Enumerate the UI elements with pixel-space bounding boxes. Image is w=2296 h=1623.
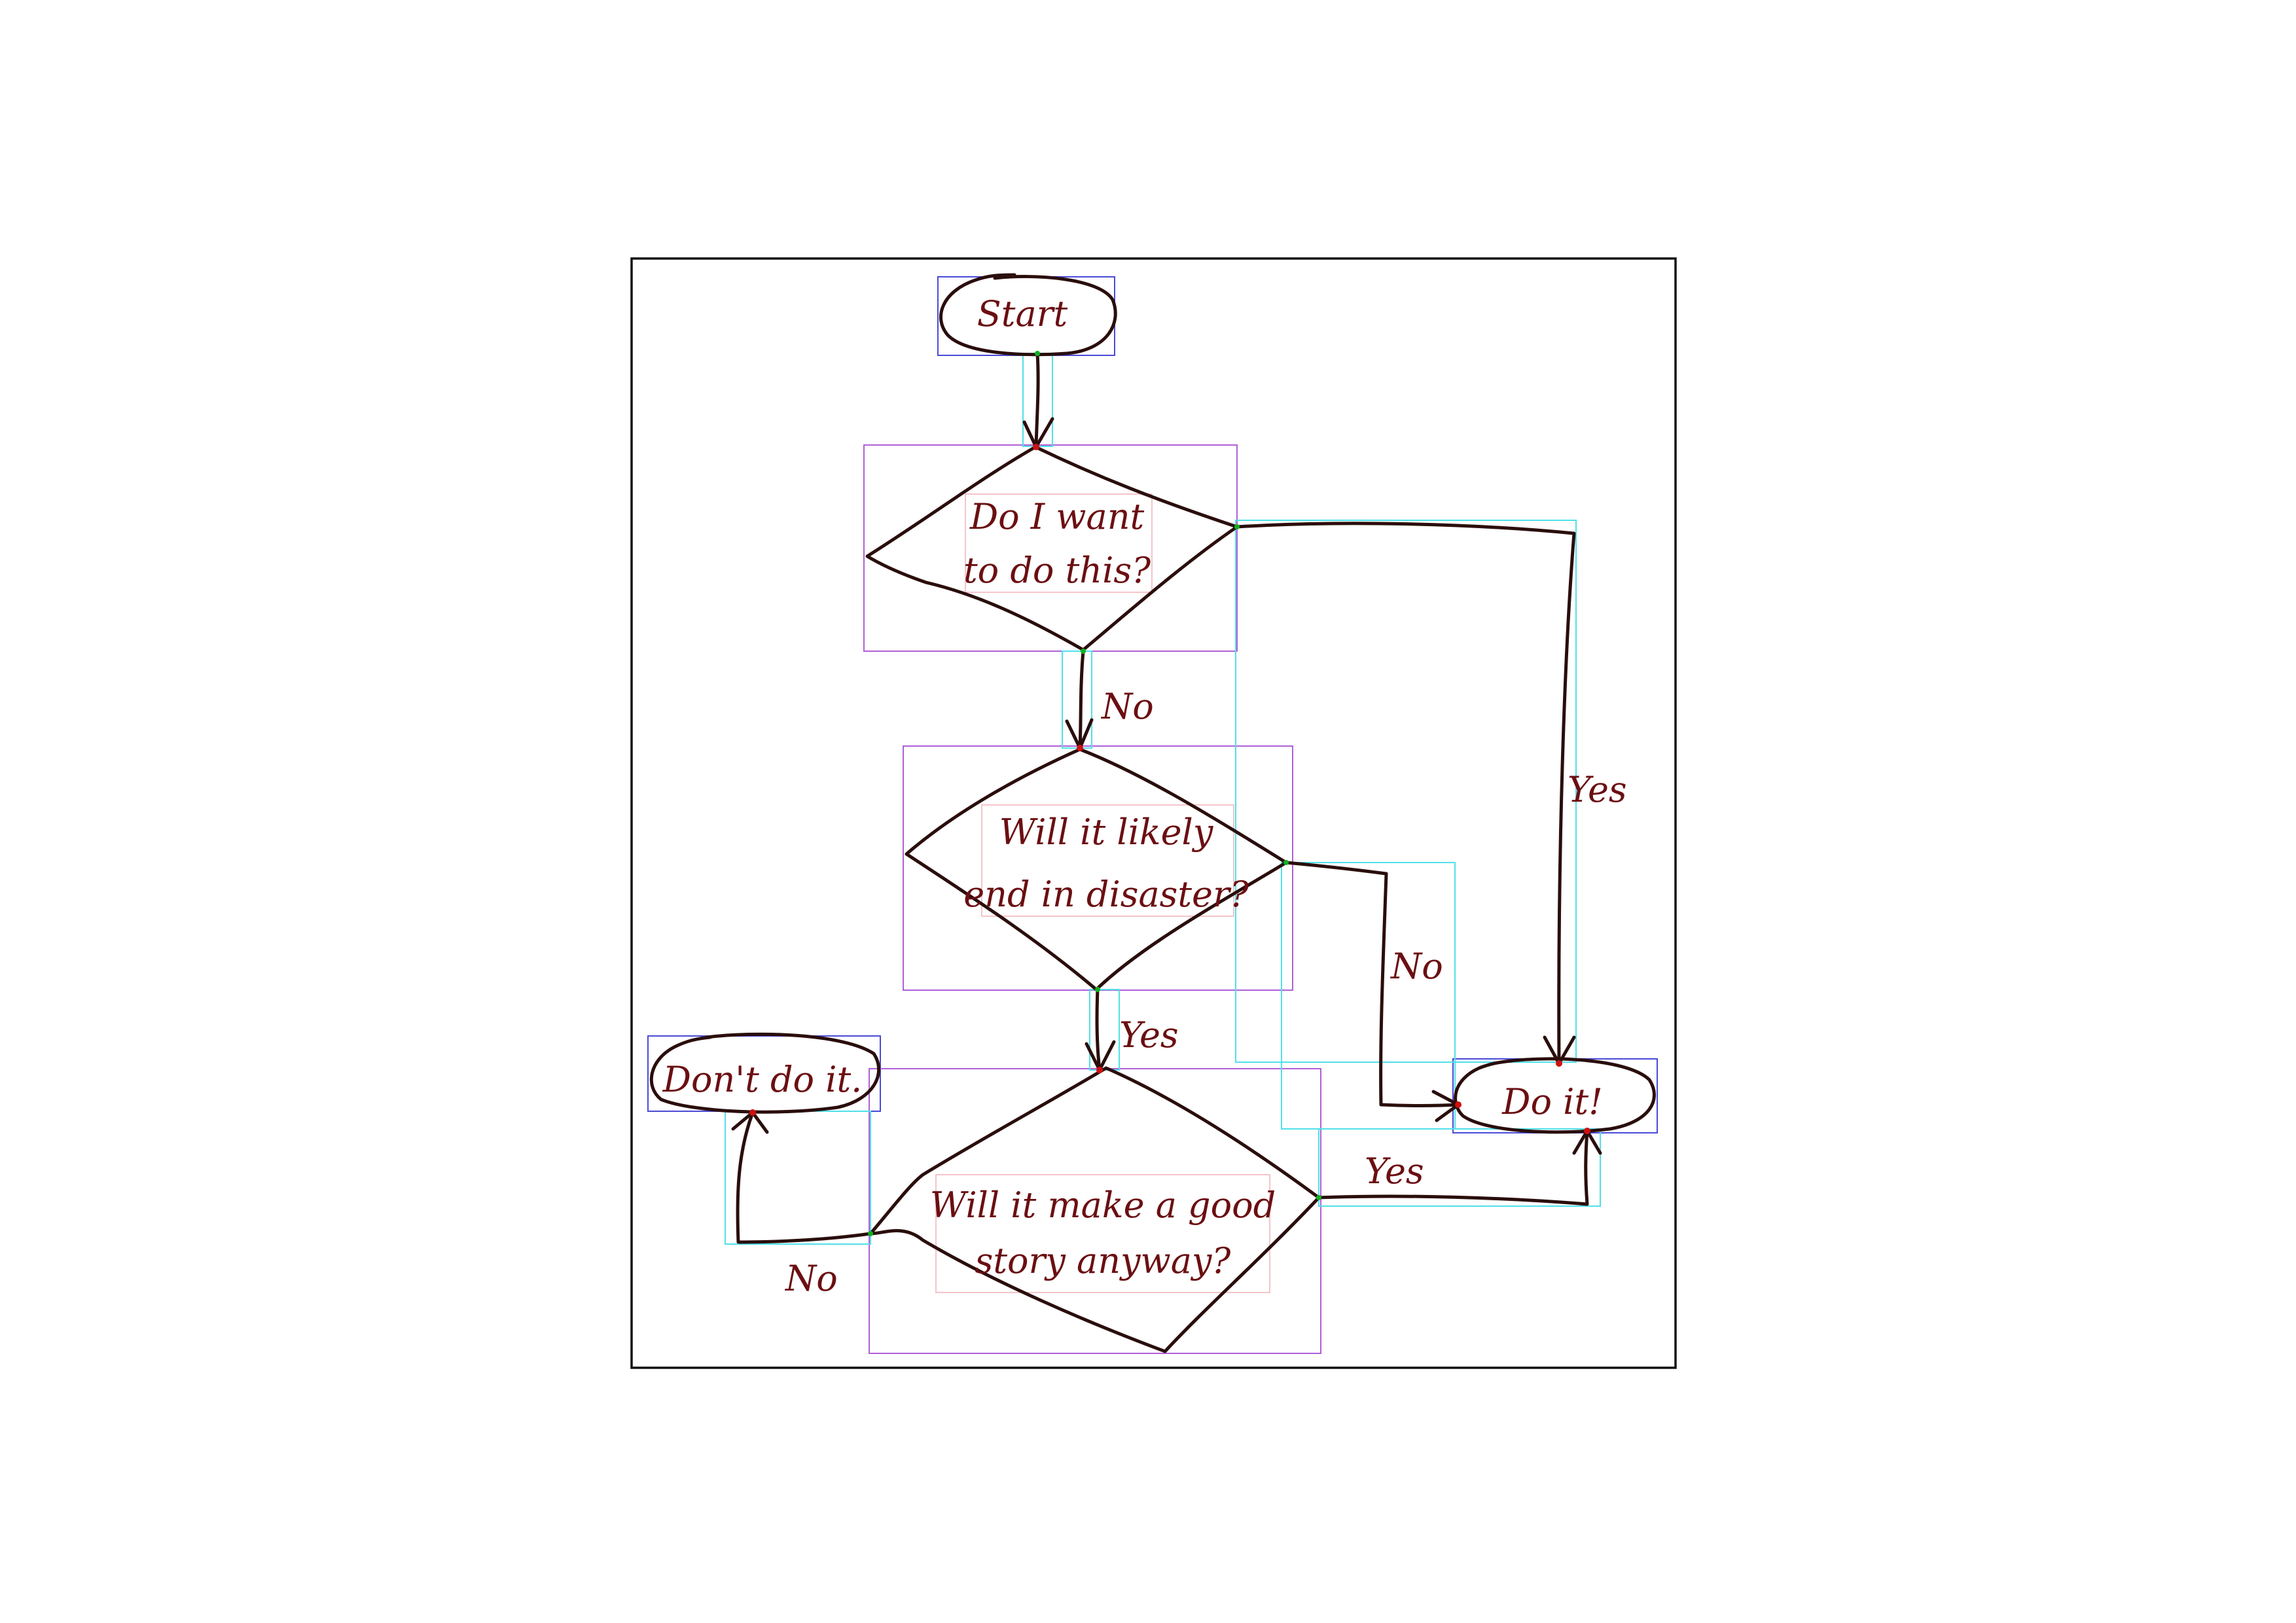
edge-q1-q2	[1078, 649, 1085, 750]
dont-label: Don't do it.	[662, 1059, 863, 1100]
point-marker	[1096, 1067, 1103, 1073]
edge-q2-doit	[1284, 861, 1460, 1107]
q1-decision-box	[863, 444, 1238, 652]
doit-terminal	[1454, 1057, 1656, 1134]
edge-q1-doit	[1235, 522, 1576, 1065]
point-marker	[1455, 1101, 1462, 1108]
edge-box-q1-doit	[1235, 520, 1577, 1063]
q2-label-line-2: end in disaster?	[963, 874, 1249, 915]
edge-label-q2-no: No	[1390, 946, 1443, 987]
edge-box-q2-doit	[1281, 862, 1456, 1130]
q2-text-box	[981, 804, 1234, 917]
q2-decision-diamond	[905, 747, 1288, 991]
diagram-frame	[630, 257, 1677, 1369]
point-marker	[1077, 745, 1083, 751]
edge-label-q2-yes: Yes	[1119, 1014, 1179, 1056]
doit-label: Do it!	[1501, 1081, 1603, 1122]
point-marker	[1556, 1060, 1562, 1067]
point-marker	[1035, 351, 1040, 356]
point-marker	[1081, 649, 1086, 654]
q1-decision-diamond	[865, 445, 1239, 652]
q1-label-line-1: Do I want	[969, 496, 1145, 537]
edge-label-q1-no: No	[1100, 686, 1154, 727]
q3-decision-box	[869, 1068, 1321, 1354]
point-marker	[1584, 1128, 1590, 1134]
arrowhead-q2-q3	[1085, 1040, 1116, 1072]
point-marker	[1316, 1195, 1321, 1200]
point-marker	[749, 1109, 756, 1116]
edge-label-q1-yes: Yes	[1568, 769, 1627, 810]
edge-box-q3-doit	[1318, 1128, 1601, 1207]
edge-q3-dont	[736, 1111, 872, 1244]
q3-text-box	[935, 1174, 1270, 1293]
edge-label-q3-yes: Yes	[1365, 1150, 1424, 1192]
edge-start-q1	[1034, 351, 1040, 449]
q3-label-line-1: Will it make a good	[930, 1185, 1276, 1226]
q3-label-line-2: story anyway?	[975, 1240, 1232, 1281]
q3-decision-diamond	[869, 1066, 1321, 1353]
point-marker	[1283, 860, 1289, 865]
q1-text-box	[965, 493, 1153, 593]
q1-label-line-2: to do this?	[963, 550, 1151, 591]
edge-q2-q3	[1095, 988, 1102, 1072]
point-marker	[1234, 524, 1240, 529]
point-marker	[1095, 987, 1100, 992]
point-marker	[868, 1231, 873, 1236]
edge-q3-doit	[1317, 1129, 1589, 1206]
dont-terminal	[649, 1032, 881, 1114]
q2-label-line-1: Will it likely	[999, 812, 1214, 853]
start-label: Start	[977, 293, 1068, 334]
point-marker	[1033, 444, 1039, 450]
edge-label-q3-no: No	[784, 1258, 838, 1299]
